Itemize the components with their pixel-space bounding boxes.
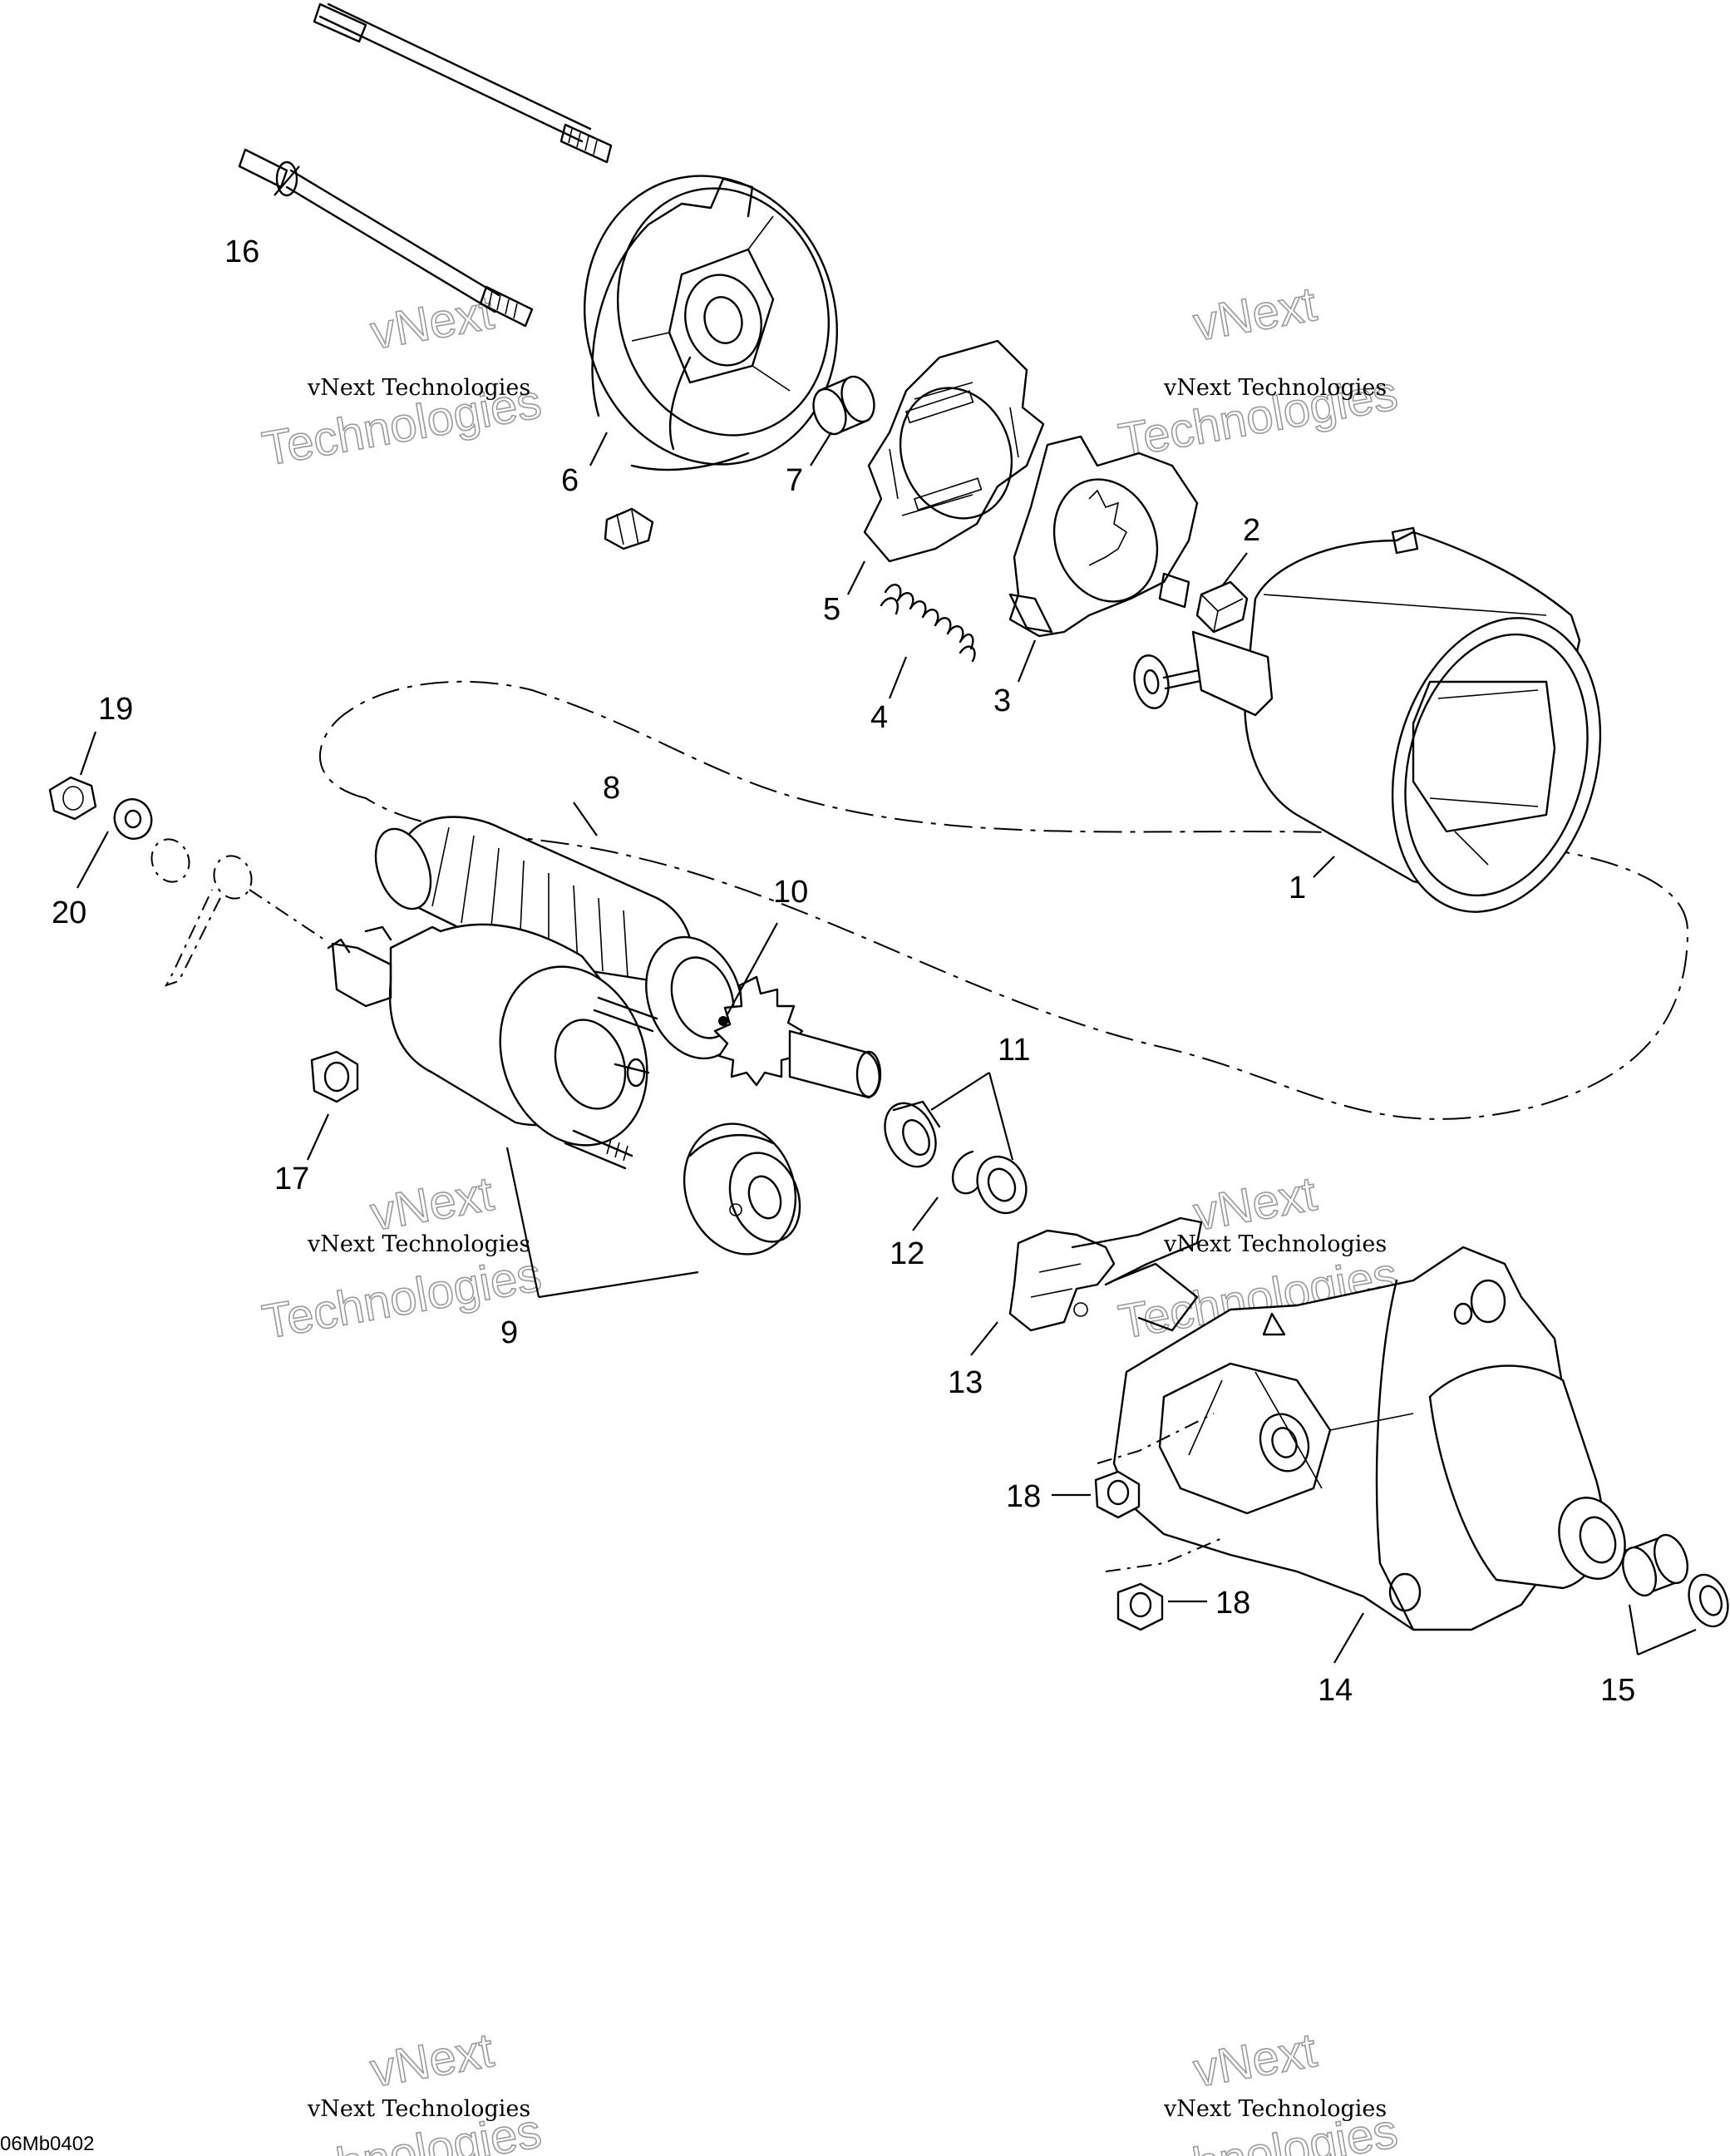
- yoke-housing: [1191, 526, 1602, 913]
- washer-20: [113, 798, 153, 840]
- callout-19: 19: [98, 692, 133, 727]
- callout-13: 13: [948, 1365, 983, 1400]
- callout-18-upper: 18: [1006, 1479, 1041, 1514]
- watermark-small: vNext Technologies: [1163, 2096, 1387, 2122]
- rear-end-cover: [583, 175, 839, 471]
- watermark-small: vNext Technologies: [307, 1231, 530, 1257]
- watermark-bottom-left: vNext Technologies vNext Technologies: [258, 2022, 545, 2156]
- collar-11: [884, 1100, 941, 1168]
- pinion-gear: [713, 975, 882, 1099]
- bushing-7: [812, 375, 875, 436]
- callout-9: 9: [500, 1315, 518, 1350]
- pinion-dot: [718, 1016, 728, 1026]
- thrust-washer-11: [976, 1155, 1028, 1215]
- callout-10: 10: [773, 875, 808, 910]
- watermark-small: vNext Technologies: [307, 2096, 530, 2122]
- callout-18-lower: 18: [1215, 1586, 1250, 1621]
- stud-line-upper: [1097, 1413, 1215, 1464]
- nut-19: [48, 776, 97, 821]
- brush-plate: [863, 339, 1045, 563]
- snap-ring-12: [951, 1150, 983, 1195]
- watermark-small: vNext Technologies: [1163, 1231, 1387, 1257]
- shift-lever: [1008, 1216, 1203, 1332]
- watermark-top-right: vNext Technologies vNext Technologies: [1114, 276, 1402, 468]
- brush-holder: [1008, 435, 1199, 638]
- assembly-outline-dashed: [319, 680, 1689, 1120]
- nut-18-lower: [1116, 1582, 1164, 1631]
- stud-line-lower: [1105, 1537, 1223, 1572]
- terminal-eyelet-dashed: [150, 838, 325, 987]
- brush-2: [1195, 580, 1249, 634]
- watermark-big-line1: vNext: [367, 285, 497, 360]
- callout-11: 11: [998, 1033, 1030, 1068]
- callout-12: 12: [890, 1236, 924, 1271]
- callout-16: 16: [224, 234, 259, 269]
- grommet: [604, 507, 654, 550]
- armature: [374, 816, 743, 1060]
- callout-8: 8: [603, 771, 620, 806]
- callout-4: 4: [870, 700, 888, 735]
- bushing-15: [1622, 1533, 1688, 1597]
- watermark-big-line1: vNext: [367, 2023, 497, 2098]
- through-bolt-lower: [238, 148, 534, 328]
- callout-3: 3: [993, 683, 1011, 718]
- watermark-small: vNext Technologies: [307, 375, 530, 401]
- washer-15: [1688, 1573, 1729, 1628]
- callout-1: 1: [1289, 871, 1306, 905]
- watermark-big-line1: vNext: [367, 1167, 497, 1241]
- through-bolt-upper: [313, 2, 613, 164]
- callout-14: 14: [1318, 1673, 1353, 1708]
- callout-15: 15: [1600, 1673, 1635, 1708]
- watermark-big-line1: vNext: [1190, 1167, 1320, 1241]
- solenoid-cap: [683, 1122, 801, 1256]
- watermark-bottom-right: vNext Technologies vNext Technologies: [1114, 2022, 1402, 2156]
- watermark-small: vNext Technologies: [1163, 375, 1387, 401]
- brush-spring: [880, 584, 976, 663]
- watermark-big-line1: vNext: [1190, 277, 1320, 352]
- callout-2: 2: [1243, 513, 1260, 548]
- callout-7: 7: [786, 463, 803, 498]
- callout-17: 17: [274, 1162, 309, 1196]
- callout-5: 5: [823, 592, 840, 627]
- watermark-big-line1: vNext: [1190, 2023, 1320, 2098]
- figure-code: 06Mb0402: [0, 2133, 94, 2155]
- nut-18-upper: [1094, 1470, 1141, 1519]
- callout-20: 20: [52, 895, 86, 930]
- nut-17: [310, 1050, 359, 1103]
- leader-lines: [76, 165, 1697, 1664]
- drive-housing: [1112, 1246, 1626, 1631]
- solenoid: [327, 923, 658, 1170]
- callout-6: 6: [561, 463, 579, 498]
- callout-labels: 1 2 3 4 5 6 7 8 9 10 11 12 13 14 15 16 1…: [52, 234, 1635, 1708]
